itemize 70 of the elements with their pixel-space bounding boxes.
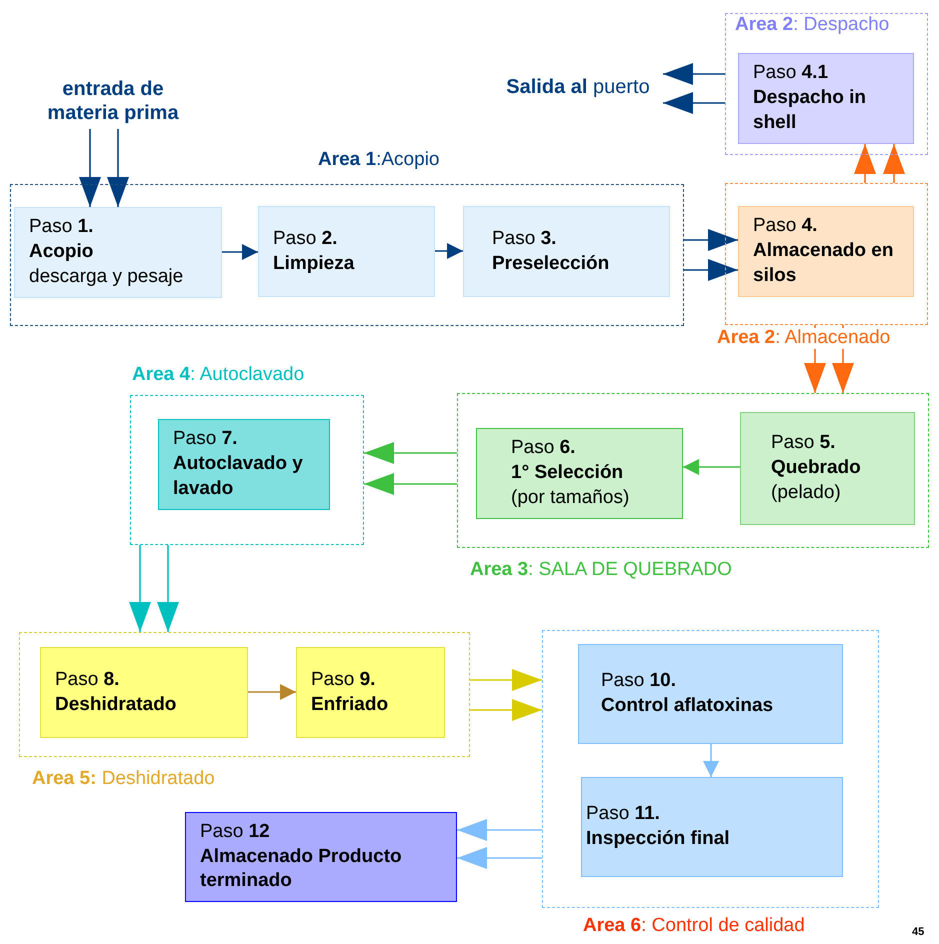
step-title: 1° Selección [511, 461, 624, 486]
arrow [703, 744, 719, 777]
page-number: 45 [912, 926, 924, 938]
step-number: Paso 7. [173, 427, 238, 452]
step-number: Paso 12 [200, 820, 271, 844]
process-box [14, 207, 222, 298]
arrow [364, 442, 457, 464]
area-heading: Area 1:Acopio [318, 150, 440, 171]
input-label: entrada de materia prima [30, 77, 196, 129]
process-box [740, 412, 915, 525]
step-title: Inspección final [586, 827, 731, 851]
arrow [854, 144, 876, 183]
step-number: Paso 2. [273, 226, 338, 251]
process-box [185, 812, 457, 902]
process-box [738, 53, 914, 144]
step-title: Acopio [29, 240, 94, 264]
arrow [683, 459, 740, 475]
arrow [222, 244, 258, 260]
arrow [684, 259, 738, 281]
arrow [107, 129, 129, 207]
step-title: Quebrado [771, 456, 862, 480]
arrow [684, 229, 738, 251]
arrow [79, 129, 101, 207]
step-title: Almacenado en silos [753, 239, 894, 288]
area-heading: Area 2: Almacenado [717, 328, 890, 349]
area-heading: Area 2: Despacho [735, 15, 890, 36]
arrow [663, 63, 725, 85]
step-note: descarga y pesaje [29, 264, 184, 289]
process-box [463, 206, 670, 297]
step-number: Paso 10. [601, 669, 678, 694]
arrow [470, 669, 542, 691]
step-title: Preselección [492, 252, 610, 276]
output-label: Salida al puerto [493, 75, 663, 101]
arrow [883, 144, 905, 183]
arrow [470, 699, 542, 721]
process-box [158, 419, 330, 510]
arrow [435, 243, 463, 259]
process-box [738, 206, 914, 297]
arrow [457, 847, 542, 869]
step-number: Paso 11. [586, 802, 661, 826]
arrow [129, 545, 151, 632]
step-title: Almacenado Producto terminado [200, 844, 403, 894]
process-box [476, 428, 683, 519]
step-title: Deshidratado [55, 692, 178, 716]
step-number: Paso 8. [55, 668, 120, 692]
step-title: Enfriado [311, 692, 390, 716]
process-box [578, 644, 843, 744]
area-heading: Area 3: SALA DE QUEBRADO [470, 560, 732, 581]
step-note: (pelado) [771, 480, 842, 505]
step-number: Paso 4.1 [753, 61, 830, 86]
step-title: Autoclavado y lavado [173, 452, 304, 501]
step-title: Limpieza [273, 252, 356, 276]
step-number: Paso 5. [771, 431, 836, 456]
step-number: Paso 4. [753, 214, 818, 238]
step-number: Paso 6. [511, 436, 576, 460]
step-number: Paso 1. [29, 215, 94, 240]
step-number: Paso 9. [311, 668, 376, 692]
step-number: Paso 3. [492, 226, 558, 251]
arrow [157, 545, 179, 632]
step-title: Despacho in shell [753, 86, 867, 135]
process-box [296, 647, 445, 738]
arrow [663, 92, 725, 114]
step-note: (por tamaños) [511, 486, 630, 510]
step-title: Control aflatoxinas [601, 694, 774, 718]
process-box [40, 647, 248, 738]
arrow [248, 684, 296, 700]
arrow [364, 473, 457, 495]
process-box [258, 206, 435, 297]
process-box [581, 777, 843, 877]
arrow [457, 819, 542, 841]
